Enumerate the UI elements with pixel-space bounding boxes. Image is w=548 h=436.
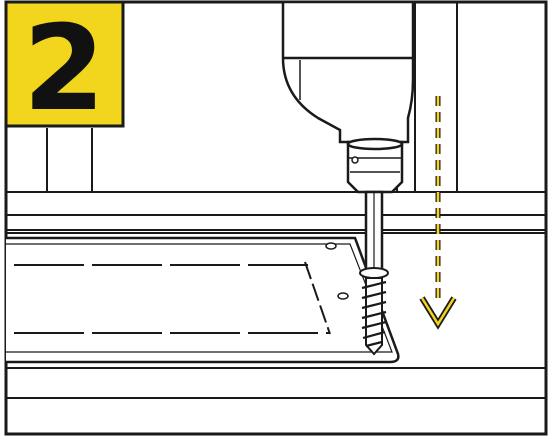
workbench <box>6 191 546 399</box>
plate-slot-lines <box>14 264 330 334</box>
plate-hole-top <box>325 242 337 250</box>
step-number: 2 <box>23 0 105 137</box>
plate-hole-middle <box>337 292 349 300</box>
arrow-down-icon <box>419 96 457 330</box>
screw-icon <box>359 267 389 356</box>
drill-icon <box>281 0 415 272</box>
step-badge-background <box>4 0 125 128</box>
mounting-plate <box>6 236 400 364</box>
plate-slot-edge <box>304 261 331 335</box>
step-badge: 2 <box>4 0 125 137</box>
